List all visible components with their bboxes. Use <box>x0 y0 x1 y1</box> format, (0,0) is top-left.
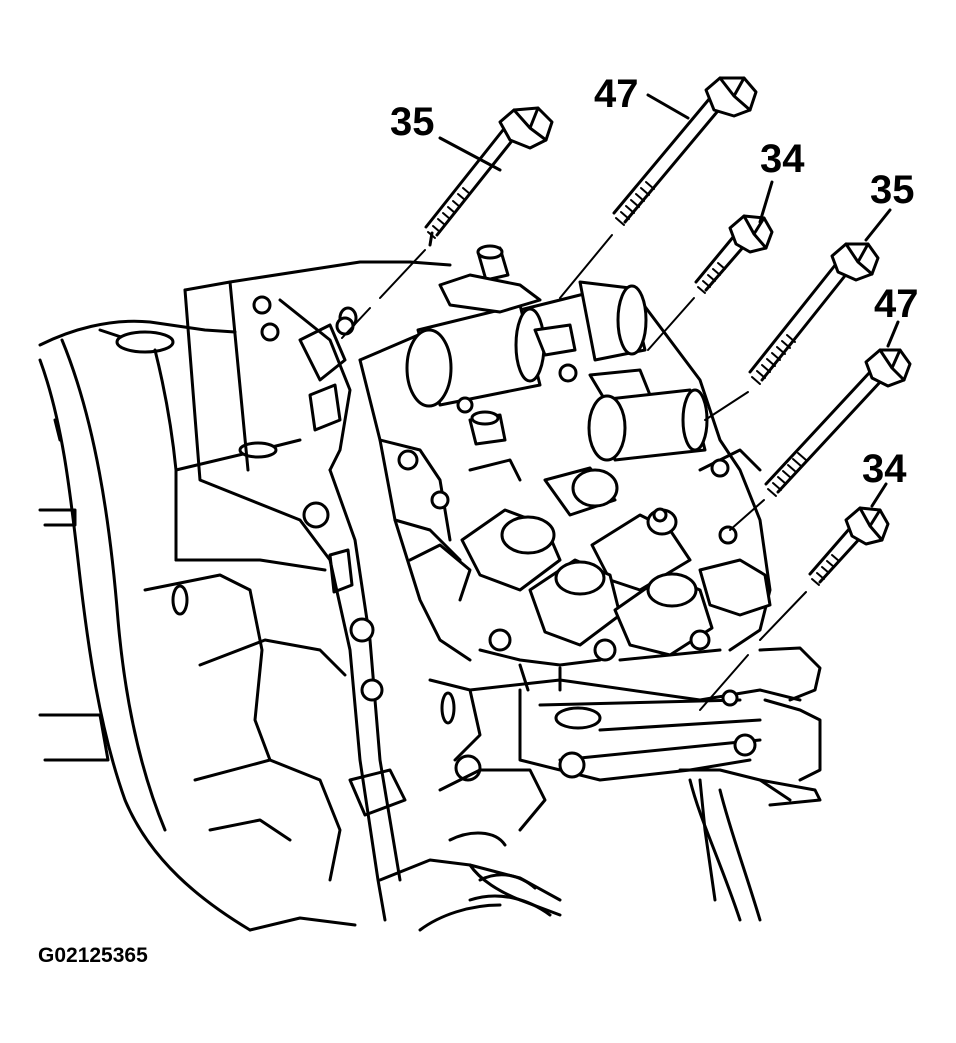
callout-leaders <box>438 93 900 508</box>
bolt-34-middle <box>694 214 774 294</box>
lower-valve-body <box>428 646 822 922</box>
leader-34-lower <box>870 482 888 508</box>
callout-35-right: 35 <box>870 168 915 212</box>
leader-35-right <box>864 208 892 242</box>
bolt-47-top <box>612 76 758 226</box>
callout-34-lower: 34 <box>862 447 907 491</box>
bolt-35-left <box>424 106 554 247</box>
transmission-case <box>38 319 357 932</box>
solenoid-assembly <box>335 244 772 692</box>
leader-47-right <box>886 320 900 348</box>
bolt-47-right <box>764 348 912 497</box>
bolt-35-right <box>748 242 880 385</box>
figure-id: G02125365 <box>38 944 148 967</box>
callout-47-right: 47 <box>874 282 919 326</box>
callout-35-left: 35 <box>390 100 435 144</box>
alignment-lines <box>341 234 807 711</box>
callout-47-top: 47 <box>594 72 639 116</box>
leader-34-middle <box>758 180 774 224</box>
leader-35-left <box>438 136 502 172</box>
bolts <box>424 76 912 586</box>
callout-labels: 35 47 34 35 47 34 <box>390 72 919 491</box>
callout-34-middle: 34 <box>760 137 805 181</box>
bolt-34-lower <box>808 506 890 586</box>
leader-47-top <box>646 93 690 120</box>
valve-body-plate <box>183 260 562 932</box>
